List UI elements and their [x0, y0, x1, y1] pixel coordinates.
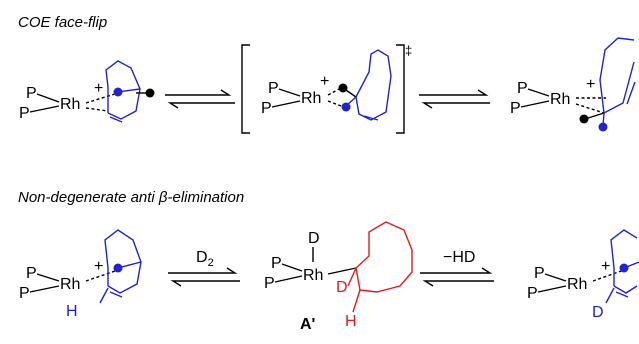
- agostic-interaction: [85, 269, 119, 282]
- equilibrium-arrow-3: D2: [168, 249, 240, 287]
- p-rh-bond: [271, 100, 301, 108]
- p-rh-bond: [274, 275, 303, 283]
- complex-4: P P Rh + H: [19, 229, 142, 320]
- cyclooctene-ring: [105, 60, 141, 120]
- double-bond: [626, 81, 636, 105]
- agostic-interaction: [575, 103, 605, 114]
- equilibrium-arrow-4: −HD: [420, 249, 494, 287]
- blue-hydrogen-dot: [598, 122, 608, 132]
- p-atom: P: [268, 80, 279, 97]
- p-atom: P: [19, 285, 30, 302]
- h-atom-blue: H: [66, 303, 78, 320]
- blue-hydrogen-dot: [113, 87, 123, 97]
- p-atom: P: [19, 105, 30, 122]
- p-atom: P: [26, 265, 37, 282]
- complex-3: P P Rh +: [510, 37, 636, 132]
- blue-hydrogen-dot: [619, 263, 629, 273]
- equilibrium-arrow-2: [419, 89, 490, 109]
- cyclooctyl-ring: [355, 221, 413, 293]
- rh-atom: Rh: [550, 91, 570, 108]
- row1-title: COE face-flip: [18, 14, 107, 31]
- blue-hydrogen-dot: [341, 102, 351, 112]
- p-atom: P: [261, 100, 272, 117]
- p-atom: P: [271, 255, 282, 272]
- cyclooctene-ring: [355, 49, 392, 121]
- h-atom-red: H: [345, 313, 357, 330]
- hd-loss-label: −HD: [443, 249, 475, 266]
- row2-title: Non-degenerate anti β-elimination: [18, 189, 244, 206]
- charge: +: [94, 80, 103, 97]
- equilibrium-arrow-1: [165, 89, 235, 109]
- p-rh-bond: [36, 93, 60, 103]
- double-bond: [615, 291, 629, 298]
- p-rh-bond: [537, 285, 567, 293]
- left-bracket: [241, 44, 250, 134]
- p-atom: P: [264, 275, 275, 292]
- cyclooctene-ring: [610, 229, 638, 294]
- p-atom: P: [534, 265, 545, 282]
- p-rh-bond: [278, 88, 301, 97]
- double-bond: [363, 115, 379, 121]
- intermediate-a-prime: D P P Rh D H A': [264, 221, 413, 333]
- rh-c-bond: [327, 267, 357, 275]
- complex-6: P P Rh + D: [527, 229, 639, 321]
- rh-atom: Rh: [301, 90, 321, 107]
- double-bond: [109, 116, 123, 123]
- c-h-bond: [99, 287, 109, 304]
- c-d-bond: [605, 287, 615, 304]
- right-bracket: [396, 44, 405, 134]
- p-rh-bond: [520, 100, 550, 108]
- double-bond: [109, 291, 123, 298]
- p-rh-bond: [281, 263, 303, 272]
- p-atom: P: [510, 100, 521, 117]
- p-atom: P: [26, 85, 37, 102]
- d-atom: D: [308, 230, 320, 247]
- black-hydrogen-dot: [338, 83, 348, 93]
- black-hydrogen-dot: [579, 114, 589, 124]
- p-rh-bond: [527, 88, 550, 97]
- rh-atom: Rh: [60, 276, 80, 293]
- c-h-bond: [352, 289, 361, 313]
- p-rh-bond: [544, 273, 567, 282]
- charge: +: [94, 258, 103, 275]
- ts-symbol: ‡: [405, 43, 412, 58]
- blue-hydrogen-dot: [113, 263, 123, 273]
- p-atom: P: [517, 80, 528, 97]
- p-rh-bond: [36, 273, 60, 282]
- cyclooctene-ring: [599, 37, 635, 114]
- p-rh-bond: [29, 285, 60, 293]
- alkene-coordination: [85, 107, 109, 112]
- d-atom-blue: D: [592, 304, 604, 321]
- agostic-interaction: [327, 100, 342, 107]
- c-d-bond: [347, 267, 357, 287]
- p-atom: P: [527, 285, 538, 302]
- agostic-interaction: [85, 92, 119, 104]
- charge: +: [320, 73, 329, 90]
- rh-atom: Rh: [303, 267, 323, 284]
- transition-state: ‡ P P Rh +: [241, 43, 412, 134]
- d-atom-red: D: [336, 279, 348, 296]
- charge: +: [586, 76, 595, 93]
- rh-atom: Rh: [60, 96, 80, 113]
- intermediate-label: A': [300, 316, 315, 333]
- complex-1: P P Rh +: [19, 60, 155, 123]
- d2-reagent: D2: [196, 249, 214, 269]
- p-rh-bond: [29, 105, 60, 113]
- cyclooctene-ring: [104, 229, 142, 294]
- black-hydrogen-dot: [145, 88, 155, 98]
- rh-atom: Rh: [567, 276, 587, 293]
- charge: +: [601, 258, 610, 275]
